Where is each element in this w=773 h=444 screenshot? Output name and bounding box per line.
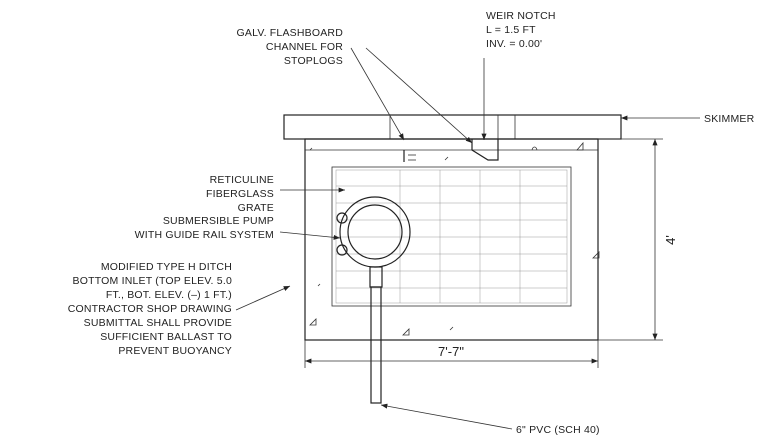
skimmer-baffle (283, 114, 622, 140)
flashboard-leader-a (350, 47, 405, 141)
weir-label-3: INV. = 0.00' (486, 38, 542, 50)
pipe-leader (380, 403, 513, 430)
weir-label-2: L = 1.5 FT (486, 24, 536, 36)
grate-mesh (336, 170, 567, 303)
guide-rail-bottom (336, 244, 348, 256)
weir-notch (471, 139, 499, 161)
pump-outer-ring (339, 196, 411, 268)
pump-inner-ring (347, 204, 403, 260)
pump-leader (279, 231, 341, 240)
height-dimension: 4' (663, 235, 678, 245)
inlet-label-1: MODIFIED TYPE H DITCH (101, 261, 232, 273)
grate-frame (335, 169, 568, 304)
grate-label-1: RETICULINE (210, 174, 274, 186)
pump-label-1: SUBMERSIBLE PUMP (163, 215, 274, 227)
grate-label-3: GRATE (238, 202, 274, 214)
inlet-box (304, 138, 599, 341)
inlet-label-3: FT., BOT. ELEV. (–) 1 FT.) (106, 289, 232, 301)
pvc-pipe (370, 286, 382, 404)
pipe-label: 6" PVC (SCH 40) (516, 424, 600, 436)
grate-label-2: FIBERGLASS (206, 188, 274, 200)
inlet-label-6: SUFFICIENT BALLAST TO (100, 331, 232, 343)
pump-discharge (369, 266, 383, 288)
inlet-label-7: PREVENT BUOYANCY (118, 345, 232, 357)
flashboard-label-3: STOPLOGS (284, 55, 343, 67)
fiberglass-grate (331, 166, 572, 307)
flashboard-label-2: CHANNEL FOR (266, 41, 343, 53)
inlet-label-4: CONTRACTOR SHOP DRAWING (68, 303, 232, 315)
inlet-leader (235, 285, 291, 311)
flashboard-leader-b (365, 47, 473, 144)
weir-label-1: WEIR NOTCH (486, 10, 556, 22)
inlet-label-2: BOTTOM INLET (TOP ELEV. 5.0 (73, 275, 232, 287)
concrete-marks (309, 141, 600, 336)
pump-label-2: WITH GUIDE RAIL SYSTEM (135, 229, 274, 241)
width-dimension: 7'-7" (438, 344, 464, 359)
skimmer-label: SKIMMER (704, 113, 755, 125)
flashboard-label-1: GALV. FLASHBOARD (237, 27, 344, 39)
guide-rail-top (336, 212, 348, 224)
inlet-label-5: SUBMITTAL SHALL PROVIDE (84, 317, 232, 329)
